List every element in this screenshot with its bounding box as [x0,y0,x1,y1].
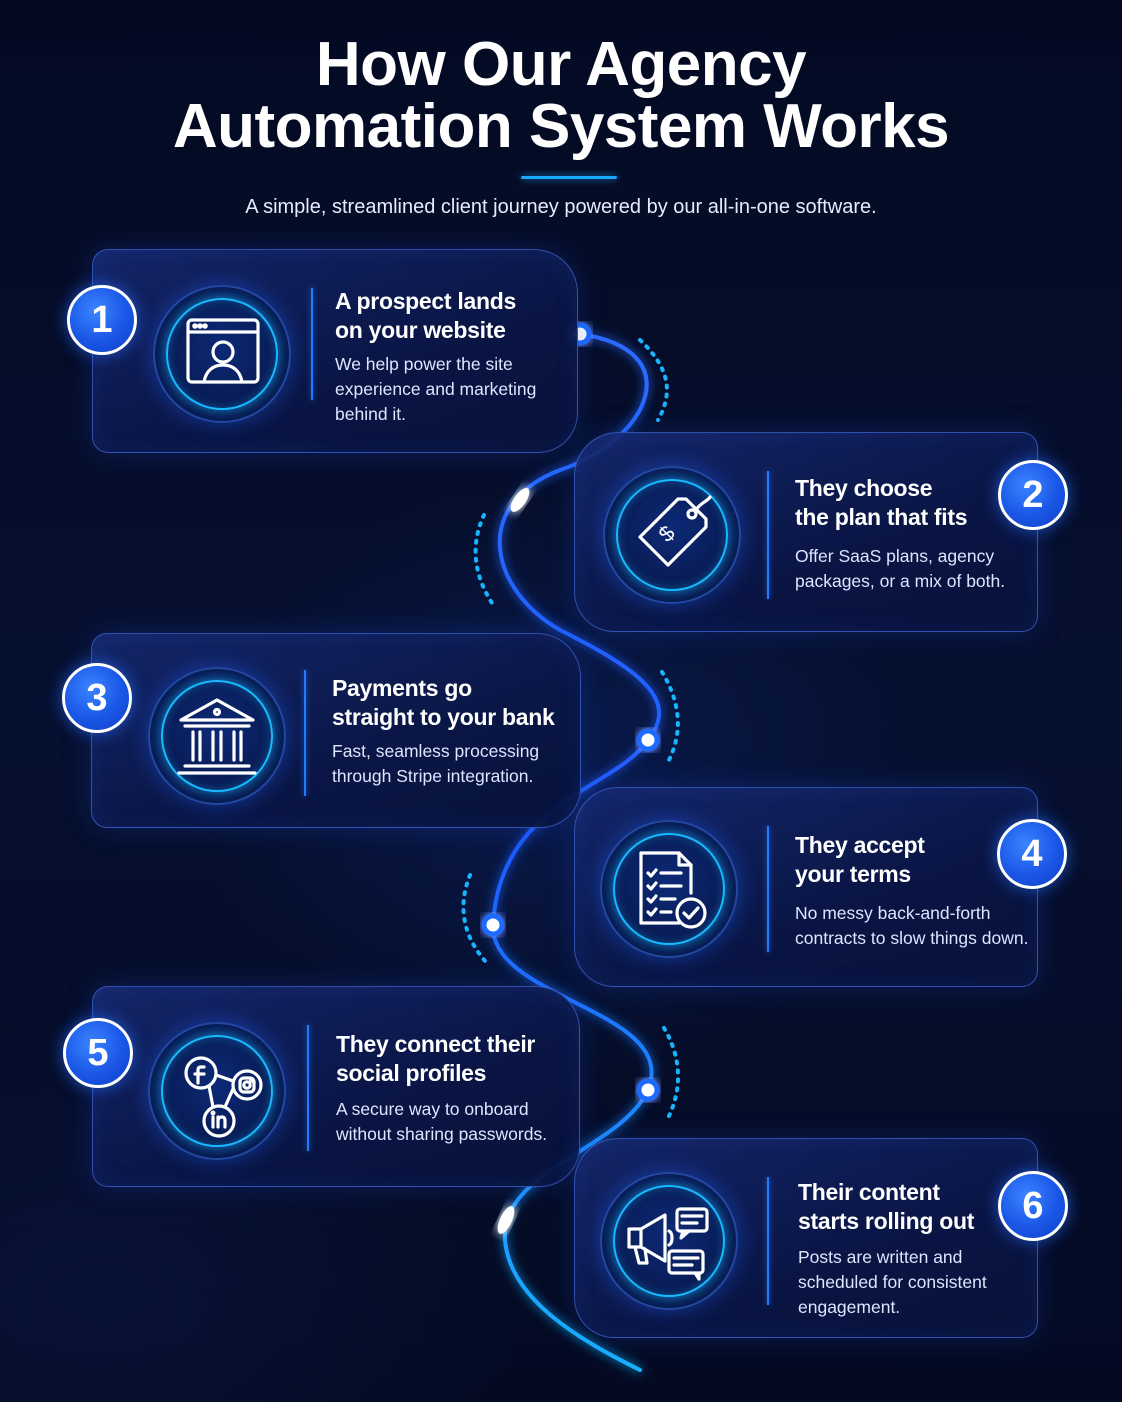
step-3-icon-circle [161,680,273,792]
step-3-desc-line-1: Fast, seamless processing [332,741,540,761]
dotted-arc-3 [660,670,680,764]
path-spark-2 [497,1206,515,1234]
step-5-title-line-2: social profiles [336,1060,487,1086]
price-tag-icon: $ [638,495,712,567]
step-3-title-line-2: straight to your bank [332,704,555,730]
step-2-divider [767,471,769,599]
step-3-title-line-1: Payments go [332,675,472,701]
path-node-4 [636,1078,660,1102]
step-4-divider [767,826,769,952]
step-3-divider [304,670,306,796]
step-1-desc-line-2: experience and marketing [335,379,537,399]
step-1-title-line-1: A prospect lands [335,288,516,314]
step-6-desc-line-1: Posts are written and [798,1247,963,1267]
megaphone-chat-icon [627,1207,709,1281]
step-4-title-line-2: your terms [795,861,911,887]
step-3-icon-ring [148,667,286,805]
path-node-2 [636,728,660,752]
step-1-divider [311,288,313,400]
social-network-icon [184,1056,263,1138]
step-6-description: Posts are written and scheduled for cons… [798,1245,1028,1320]
step-4-icon-circle [613,833,725,945]
step-4-description: No messy back-and-forth contracts to slo… [795,901,1035,951]
step-5-title: They connect their social profiles [336,1030,576,1088]
dotted-arc-5 [662,1026,680,1120]
step-1-desc-line-1: We help power the site [335,354,513,374]
step-2-desc-line-1: Offer SaaS plans, agency [795,546,995,566]
step-5-desc-line-1: A secure way to onboard [336,1099,529,1119]
path-node-3 [481,913,505,937]
step-5-title-line-1: They connect their [336,1031,536,1057]
title-line-1: How Our Agency [315,30,807,99]
step-5-description: A secure way to onboard without sharing … [336,1097,576,1147]
title-underline [521,176,617,179]
step-6-number-badge: 6 [998,1171,1068,1241]
step-3-number-badge: 3 [62,663,132,733]
step-1-number-badge: 1 [67,285,137,355]
website-user-icon [186,318,260,384]
svg-text:$: $ [653,520,679,546]
step-2-number-badge: 2 [998,460,1068,530]
step-1-desc-line-3: behind it. [335,404,407,424]
step-card-2: $ They choose the plan that fits Offer S… [574,432,1038,632]
step-1-title-line-2: on your website [335,317,506,343]
step-5-icon-ring [148,1022,286,1160]
step-6-title-line-1: Their content [798,1179,940,1205]
step-card-1: A prospect lands on your website We help… [92,249,578,453]
step-1-title: A prospect lands on your website [335,287,575,345]
dotted-arc-1 [638,338,669,422]
step-4-title: They accept your terms [795,831,1005,889]
step-2-desc-line-2: packages, or a mix of both. [795,571,1006,591]
step-6-icon-circle [613,1185,725,1297]
step-5-desc-line-2: without sharing passwords. [336,1124,548,1144]
title-line-2: Automation System Works [172,92,950,161]
step-card-4: They accept your terms No messy back-and… [574,787,1038,987]
page-subtitle: A simple, streamlined client journey pow… [245,196,877,218]
step-6-icon-ring [600,1172,738,1310]
step-4-number-badge: 4 [997,819,1067,889]
checklist-document-icon [639,851,707,929]
step-6-divider [767,1177,769,1305]
step-3-desc-line-2: through Stripe integration. [332,766,534,786]
step-card-5: They connect their social profiles A sec… [92,986,580,1187]
step-5-number-badge: 5 [63,1018,133,1088]
step-3-title: Payments go straight to your bank [332,674,572,732]
step-1-icon-circle [166,298,278,410]
step-2-title: They choose the plan that fits [795,474,1005,532]
path-spark-1 [510,488,530,512]
step-6-title: Their content starts rolling out [798,1178,1008,1236]
step-2-icon-ring: $ [603,466,741,604]
step-2-title-line-1: They choose [795,475,933,501]
step-4-icon-ring [600,820,738,958]
bank-icon [177,698,257,775]
step-2-icon-circle: $ [616,479,728,591]
dotted-arc-4 [461,873,488,964]
step-card-3: Payments go straight to your bank Fast, … [91,633,581,828]
step-card-6: Their content starts rolling out Posts a… [574,1138,1038,1338]
step-2-title-line-2: the plan that fits [795,504,968,530]
step-4-title-line-1: They accept [795,832,925,858]
step-6-desc-line-2: scheduled for consistent [798,1272,987,1292]
step-1-icon-ring [153,285,291,423]
step-6-title-line-2: starts rolling out [798,1208,975,1234]
page-title: How Our Agency Automation System Works [0,34,1122,158]
step-2-description: Offer SaaS plans, agency packages, or a … [795,544,1035,594]
step-4-desc-line-1: No messy back-and-forth [795,903,991,923]
step-5-icon-circle [161,1035,273,1147]
dotted-arc-2 [473,513,494,605]
step-4-desc-line-2: contracts to slow things down. [795,928,1029,948]
step-1-description: We help power the site experience and ma… [335,352,575,427]
step-5-divider [307,1025,309,1151]
step-3-description: Fast, seamless processing through Stripe… [332,739,572,789]
step-6-desc-line-3: engagement. [798,1297,901,1317]
